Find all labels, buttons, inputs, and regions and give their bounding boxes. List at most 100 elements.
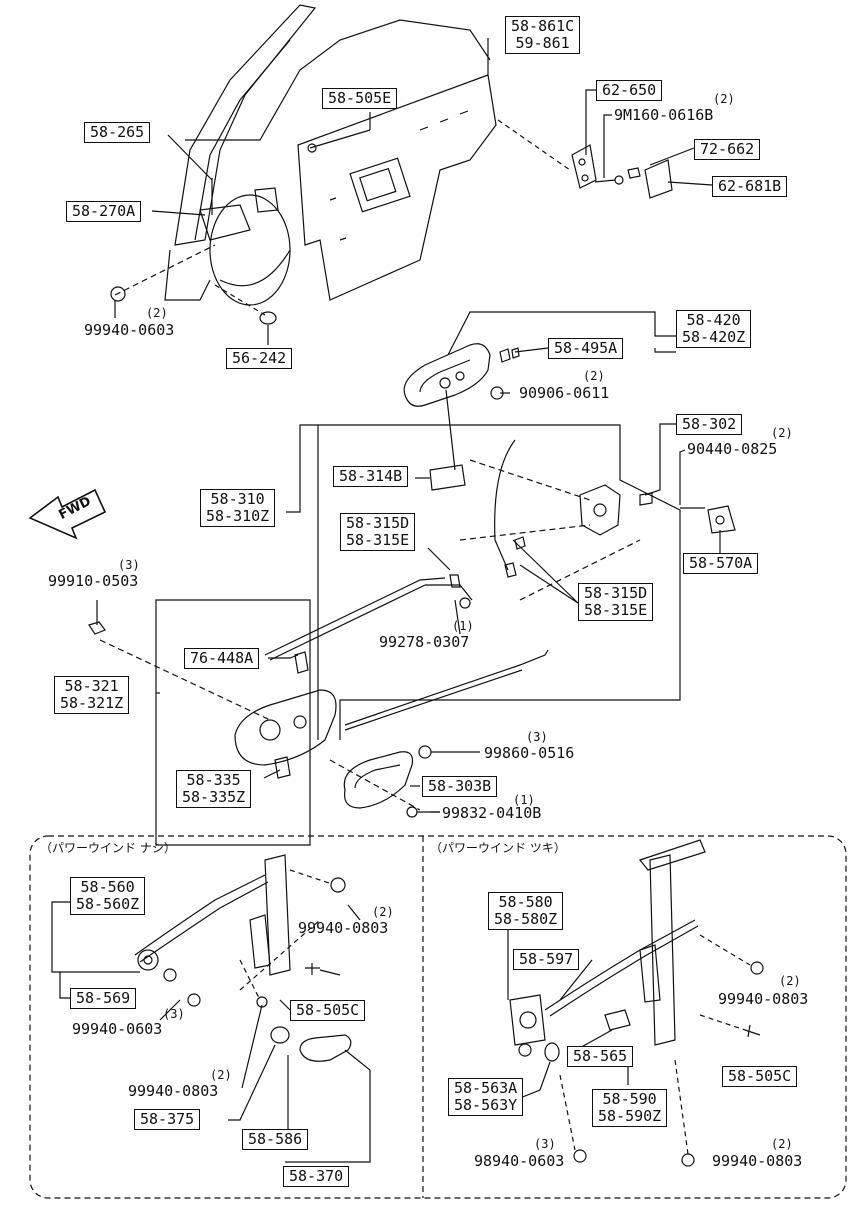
part-number-line: 99940-0803: [298, 919, 389, 937]
part-number-line: 58-590Z: [598, 1107, 662, 1125]
power-regulator-drawing: [509, 839, 764, 1167]
quantity-99832: (1): [513, 793, 535, 807]
quantity-99278: (1): [452, 619, 474, 633]
part-number-line: 9M160-0616B: [614, 106, 714, 124]
quantity-98940: (3): [534, 1137, 556, 1151]
part-label-58-505e: 58-505E: [322, 88, 398, 109]
part-label-58-302: 58-302: [676, 414, 743, 435]
part-number-line: 99910-0503: [48, 572, 139, 590]
part-number-line: 58-420: [686, 311, 741, 329]
part-number-line: 58-302: [682, 415, 737, 433]
part-number-line: 58-580: [498, 893, 553, 911]
part-number-line: 58-270A: [72, 202, 136, 220]
part-number-line: 58-321: [64, 677, 119, 695]
part-number-line: 58-563Y: [454, 1096, 518, 1114]
part-number-line: 99832-0410B: [442, 804, 542, 822]
part-number-line: 58-580Z: [494, 910, 558, 928]
part-number-line: 58-861C: [511, 17, 575, 35]
inner-door-panel-drawing: [297, 74, 497, 301]
quantity-0803-d: (2): [771, 1137, 793, 1151]
assembly-bracket-lines: [88, 424, 681, 846]
part-number-line: 56-242: [232, 349, 287, 367]
quantity-0803-a: (2): [372, 905, 394, 919]
quantity-90440: (2): [771, 426, 793, 440]
part-number-line: 58-335: [186, 771, 241, 789]
part-label-56-242: 56-242: [226, 348, 293, 369]
part-number-line: 58-505C: [296, 1001, 360, 1019]
part-number-line: 58-303B: [428, 777, 492, 795]
part-number-line: 58-370: [289, 1167, 344, 1185]
part-number-line: 58-315E: [584, 601, 648, 619]
part-number-line: 58-586: [248, 1130, 303, 1148]
part-number-line: 58-310: [210, 490, 265, 508]
part-number-line: 58-505E: [328, 89, 392, 107]
part-number-line: 58-321Z: [60, 694, 124, 712]
part-number-line: 58-565: [573, 1047, 628, 1065]
part-label-99910: 99910-0503: [46, 573, 140, 590]
part-label-99940-0803-c: 99940-0803: [716, 991, 810, 1008]
part-label-58-597: 58-597: [513, 949, 580, 970]
part-number-line: 58-560: [80, 878, 135, 896]
part-number-line: 99860-0516: [484, 744, 575, 762]
part-label-98940: 98940-0603: [472, 1153, 566, 1170]
part-number-line: 58-590: [602, 1090, 657, 1108]
quantity-0803-c: (2): [779, 974, 801, 988]
inside-handle-drawing: [234, 651, 460, 818]
part-label-9m160: 9M160-0616B: [612, 107, 715, 124]
part-number-line: 99940-0803: [712, 1152, 803, 1170]
leader-lines: [51, 38, 721, 1163]
part-label-90440: 90440-0825: [685, 441, 779, 458]
part-number-line: 90906-0611: [519, 384, 610, 402]
part-number-line: 58-315E: [346, 531, 410, 549]
part-number-line: 58-505C: [728, 1067, 792, 1085]
part-label-72-662: 72-662: [694, 139, 761, 160]
part-label-58-270a: 58-270A: [66, 201, 142, 222]
part-label-58-505c-l: 58-505C: [290, 1000, 366, 1021]
part-number-line: 59-861: [515, 34, 570, 52]
part-number-line: 99940-0603: [84, 321, 175, 339]
part-number-line: 99940-0803: [128, 1082, 219, 1100]
part-number-line: 58-560Z: [76, 895, 140, 913]
part-label-58-565: 58-565: [567, 1046, 634, 1067]
part-label-58-314b: 58-314B: [333, 466, 409, 487]
part-number-line: 58-310Z: [206, 507, 270, 525]
part-number-line: 99940-0603: [72, 1020, 163, 1038]
part-label-58-495a: 58-495A: [548, 338, 624, 359]
part-label-58-370: 58-370: [283, 1166, 350, 1187]
quantity-99910: (3): [118, 558, 140, 572]
part-number-line: 90440-0825: [687, 440, 778, 458]
part-number-line: 62-681B: [718, 177, 782, 195]
part-number-line: 99940-0803: [718, 990, 809, 1008]
part-number-line: 98940-0603: [474, 1152, 565, 1170]
part-label-58-375: 58-375: [134, 1109, 201, 1130]
part-label-76-448a: 76-448A: [184, 648, 260, 669]
hinge-parts-drawing: [110, 129, 371, 325]
quantity-0603-b: (3): [163, 1007, 185, 1021]
section-title-power-window: （パワーウインド ツキ）: [430, 841, 566, 855]
part-label-99940-0803-a: 99940-0803: [296, 920, 390, 937]
part-number-line: 58-375: [140, 1110, 195, 1128]
part-number-line: 58-495A: [554, 339, 618, 357]
quantity-99940-top: (2): [146, 306, 168, 320]
part-number-line: 62-650: [602, 81, 657, 99]
part-label-99940-0803-b: 99940-0803: [126, 1083, 220, 1100]
part-number-line: 58-420Z: [682, 328, 746, 346]
part-number-line: 58-569: [76, 989, 131, 1007]
part-label-58-586: 58-586: [242, 1129, 309, 1150]
section-title-no-power-window: （パワーウインド ナシ）: [40, 841, 176, 855]
lock-mechanism-drawing: [264, 439, 736, 731]
part-number-line: 58-265: [90, 123, 145, 141]
part-number-line: 58-563A: [454, 1079, 518, 1097]
striker-parts-drawing: [497, 119, 673, 199]
